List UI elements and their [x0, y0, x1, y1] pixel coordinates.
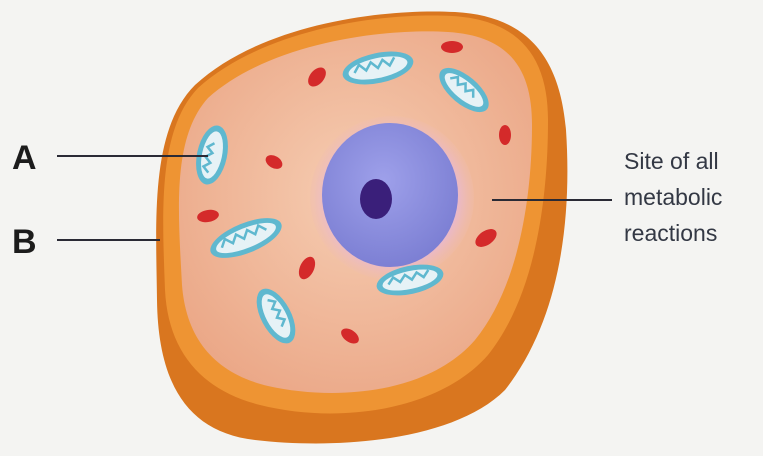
- label-b: B: [12, 223, 37, 261]
- annotation-line-3: reactions: [624, 220, 717, 246]
- ribosome-icon: [441, 41, 463, 53]
- ribosome-icon: [499, 125, 511, 145]
- annotation-line-1: Site of all: [624, 148, 719, 174]
- annotation-line-2: metabolic: [624, 184, 722, 210]
- label-a: A: [12, 139, 37, 177]
- nucleolus: [360, 179, 392, 219]
